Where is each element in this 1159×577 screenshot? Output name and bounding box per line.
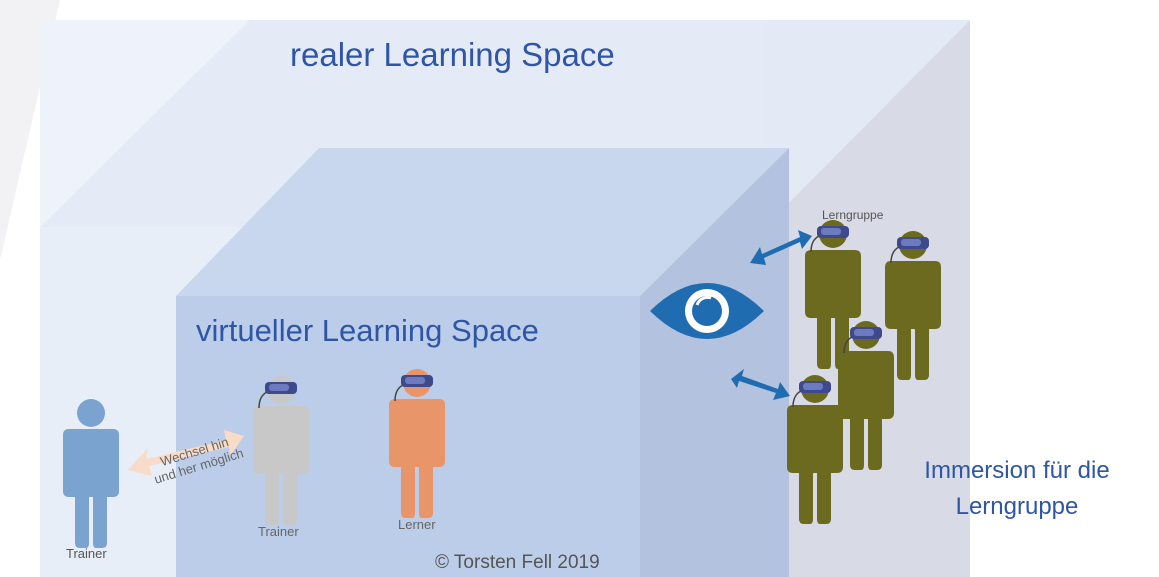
real-space-title: realer Learning Space <box>290 36 615 73</box>
double-arrow-icon <box>750 230 812 265</box>
switch-arrow-icon <box>128 430 244 476</box>
learning-group-label: Lerngruppe <box>822 208 884 222</box>
trainer-inside-label: Trainer <box>258 524 299 539</box>
immersion-caption: Immersion für die Lerngruppe <box>924 457 1110 520</box>
learner-label: Lerner <box>398 517 436 532</box>
virtual-space-cube <box>176 148 789 577</box>
double-arrow-icon <box>731 369 790 400</box>
copyright-notice: © Torsten Fell 2019 <box>435 552 600 573</box>
virtual-space-title: virtueller Learning Space <box>196 313 539 348</box>
trainer-outside-label: Trainer <box>66 546 107 561</box>
eye-icon <box>650 283 764 339</box>
